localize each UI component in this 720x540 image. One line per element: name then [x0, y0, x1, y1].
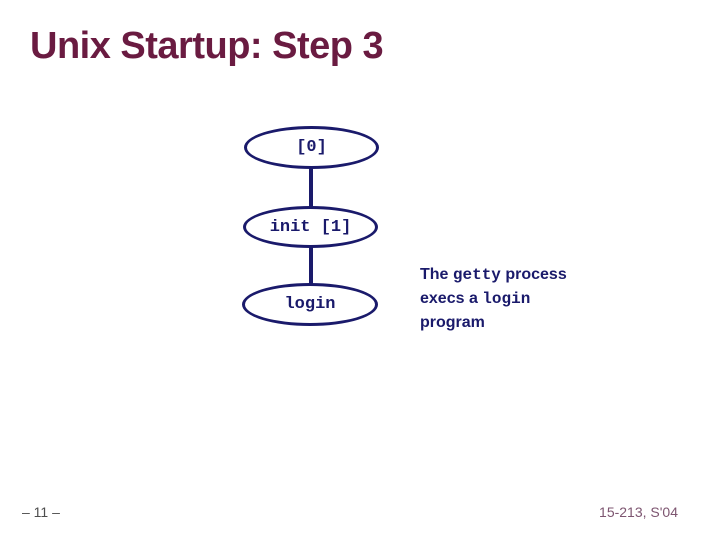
- annotation-line: program: [420, 311, 620, 334]
- annotation-line: The getty process: [420, 263, 620, 287]
- process-node-login: login: [242, 283, 378, 326]
- process-node-label: login: [284, 295, 336, 314]
- slide-course-label: 15-213, S'04: [599, 504, 678, 520]
- annotation-text: The getty process execs a login program: [420, 263, 620, 334]
- process-node-init: init [1]: [243, 206, 378, 248]
- connector-line: [309, 163, 313, 211]
- connector-line: [309, 242, 313, 288]
- annotation-sans-text: execs a: [420, 290, 483, 307]
- process-node-label: init [1]: [269, 217, 352, 237]
- page-title: Unix Startup: Step 3: [30, 25, 384, 67]
- annotation-line: execs a login: [420, 287, 620, 311]
- annotation-sans-text: process: [500, 266, 567, 283]
- process-node-label: [0]: [296, 138, 327, 157]
- annotation-mono-text: getty: [452, 266, 501, 284]
- annotation-mono-text: login: [482, 290, 531, 308]
- annotation-sans-text: program: [420, 314, 485, 331]
- slide-page-number: – 11 –: [22, 504, 60, 520]
- process-node-0: [0]: [244, 126, 379, 169]
- annotation-sans-text: The: [420, 266, 453, 283]
